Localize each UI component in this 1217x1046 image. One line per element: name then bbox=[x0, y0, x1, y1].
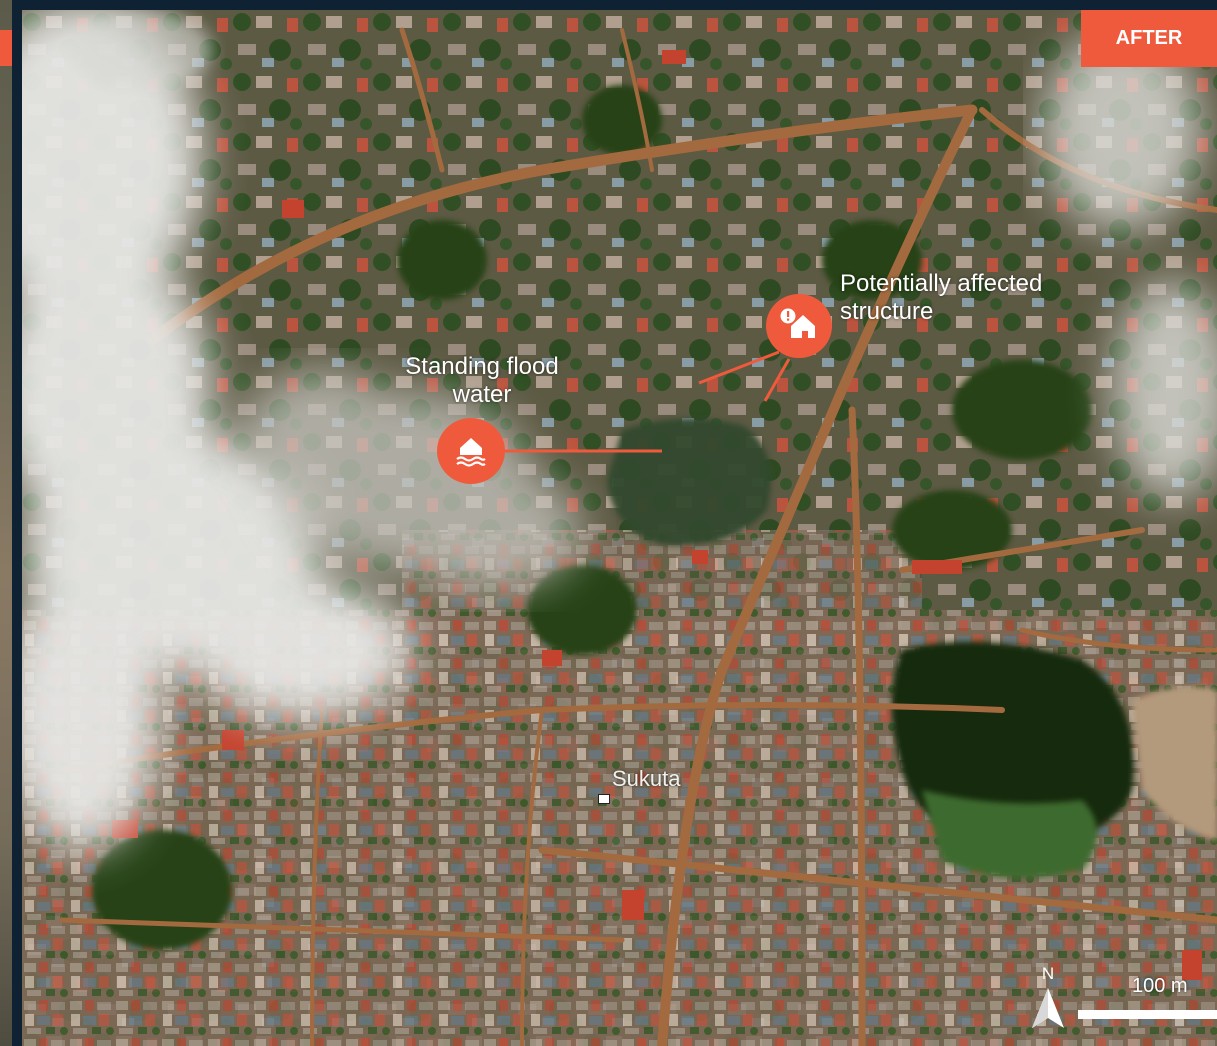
place-name-label: Sukuta bbox=[612, 766, 681, 791]
structure-label-line2: structure bbox=[840, 298, 934, 325]
before-image-strip bbox=[0, 0, 12, 1046]
satellite-image-after[interactable] bbox=[22, 10, 1217, 1046]
flooded-house-icon[interactable] bbox=[437, 418, 505, 484]
flood-water-area bbox=[607, 418, 772, 546]
flood-label-line1: Standing flood bbox=[405, 353, 559, 380]
alert-house-icon[interactable] bbox=[766, 294, 832, 358]
after-panel-label: AFTER bbox=[1081, 10, 1217, 67]
panel-divider bbox=[12, 0, 22, 1046]
scale-bar bbox=[1078, 1010, 1217, 1019]
north-arrow: N bbox=[1028, 964, 1068, 1036]
flood-label: Standing flood water bbox=[382, 353, 582, 409]
before-label-tab bbox=[0, 30, 12, 66]
leader-lines bbox=[502, 350, 791, 453]
satellite-scene bbox=[22, 10, 1217, 1046]
structure-label: Potentially affected structure bbox=[840, 270, 1100, 326]
north-label: N bbox=[1041, 964, 1055, 983]
scale-label: 100 m bbox=[1132, 975, 1188, 997]
structure-label-line1: Potentially affected bbox=[840, 270, 1043, 297]
flood-label-line2: water bbox=[452, 381, 512, 408]
north-arrow-icon bbox=[1032, 988, 1064, 1028]
place-marker-icon bbox=[598, 794, 610, 804]
